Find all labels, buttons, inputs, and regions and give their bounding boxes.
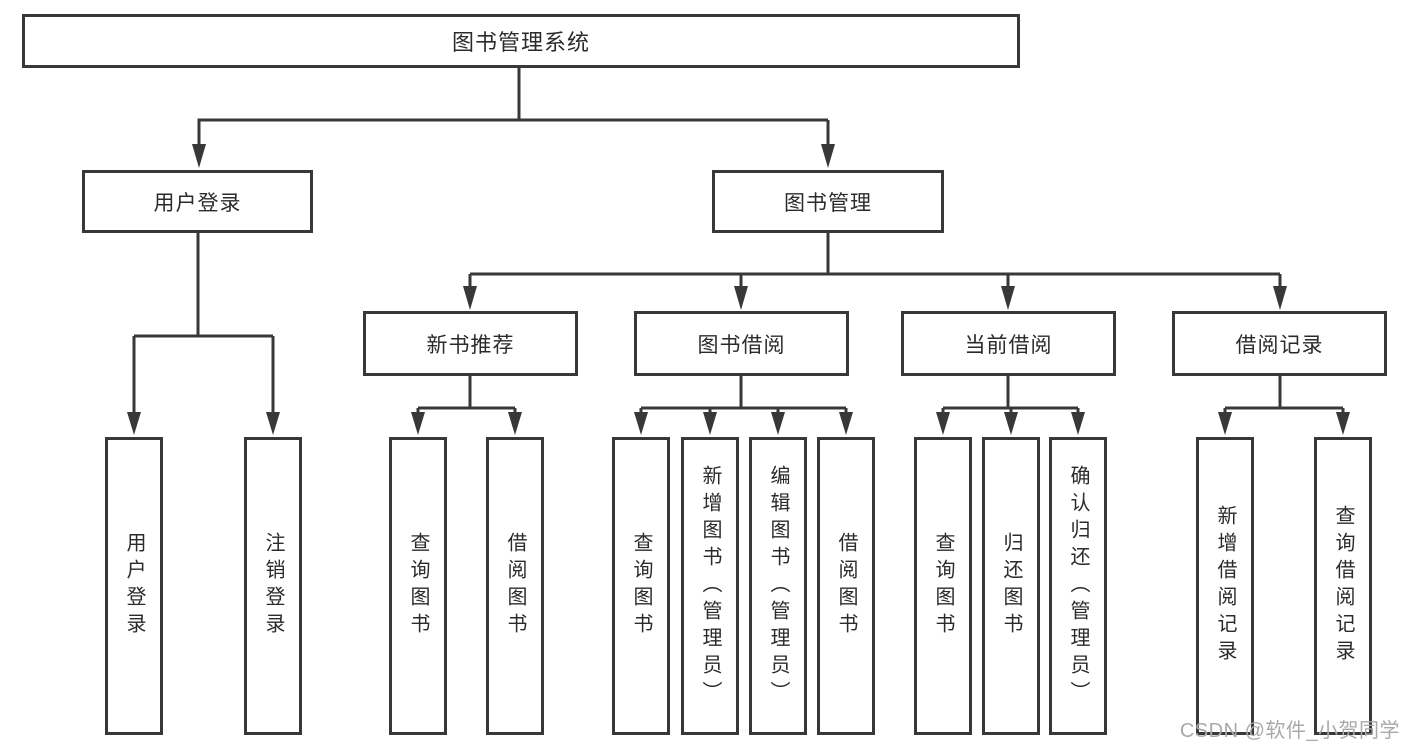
leaf-label: 查询图书 <box>932 532 954 640</box>
connector-bookmgmt-to-groups <box>468 233 1282 292</box>
leaf-borrow-books: 借阅图书 <box>817 437 875 735</box>
leaf-label: 查询图书 <box>630 532 652 640</box>
connector-root-to-level2 <box>197 68 830 150</box>
leaf-add-borrow-record: 新增借阅记录 <box>1196 437 1254 735</box>
node-user-login-branch: 用户登录 <box>82 170 313 233</box>
connector-userlogin-to-leaves <box>132 233 275 418</box>
arrowhead <box>821 144 835 168</box>
leaf-label: 借阅图书 <box>835 532 857 640</box>
connector-group-bookborrow <box>639 376 848 418</box>
leaf-label: 新增借阅记录 <box>1214 505 1236 667</box>
leaf-edit-book-admin: 编辑图书（管理员） <box>749 437 807 735</box>
arrowhead <box>1273 286 1287 310</box>
leaf-label: 编辑图书（管理员） <box>767 464 789 708</box>
connector-group-newbook <box>416 376 517 418</box>
node-new-book-recommend: 新书推荐 <box>363 311 578 376</box>
leaf-logout: 注销登录 <box>244 437 302 735</box>
arrowhead <box>839 412 853 435</box>
connector-group-records <box>1223 376 1345 418</box>
leaf-confirm-return-admin: 确认归还（管理员） <box>1049 437 1107 735</box>
leaf-query-books-borrow: 查询图书 <box>612 437 670 735</box>
node-book-management: 图书管理 <box>712 170 944 233</box>
leaf-label: 新增图书（管理员） <box>699 464 721 708</box>
leaf-add-book-admin: 新增图书（管理员） <box>681 437 739 735</box>
leaf-label: 确认归还（管理员） <box>1067 464 1089 708</box>
leaf-label: 查询借阅记录 <box>1332 505 1354 667</box>
node-current-borrow: 当前借阅 <box>901 311 1116 376</box>
leaf-label: 借阅图书 <box>504 532 526 640</box>
arrowhead <box>266 412 280 435</box>
leaf-query-books-recommend: 查询图书 <box>389 437 447 735</box>
arrowhead <box>411 412 425 435</box>
leaf-label: 查询图书 <box>407 532 429 640</box>
arrowhead <box>734 286 748 310</box>
arrowhead <box>1004 412 1018 435</box>
leaf-query-books-current: 查询图书 <box>914 437 972 735</box>
leaf-label: 用户登录 <box>123 532 145 640</box>
arrowhead <box>634 412 648 435</box>
arrowhead <box>936 412 950 435</box>
arrowhead <box>508 412 522 435</box>
leaf-label: 注销登录 <box>262 532 284 640</box>
node-borrow-records: 借阅记录 <box>1172 311 1387 376</box>
node-book-borrow: 图书借阅 <box>634 311 849 376</box>
arrowhead <box>771 412 785 435</box>
arrowhead <box>1336 412 1350 435</box>
leaf-return-book: 归还图书 <box>982 437 1040 735</box>
leaf-query-borrow-record: 查询借阅记录 <box>1314 437 1372 735</box>
leaf-label: 归还图书 <box>1000 532 1022 640</box>
arrowhead <box>703 412 717 435</box>
leaf-user-login: 用户登录 <box>105 437 163 735</box>
arrowhead <box>192 144 206 168</box>
leaf-borrow-books-recommend: 借阅图书 <box>486 437 544 735</box>
csdn-watermark: CSDN @软件_小贺同学 <box>1179 720 1400 742</box>
arrowhead <box>1001 286 1015 310</box>
arrowhead <box>127 412 141 435</box>
arrowhead <box>1218 412 1232 435</box>
connector-group-currentborrow <box>941 376 1080 418</box>
arrowhead <box>1071 412 1085 435</box>
arrowhead <box>463 286 477 310</box>
node-system-root: 图书管理系统 <box>22 14 1020 68</box>
